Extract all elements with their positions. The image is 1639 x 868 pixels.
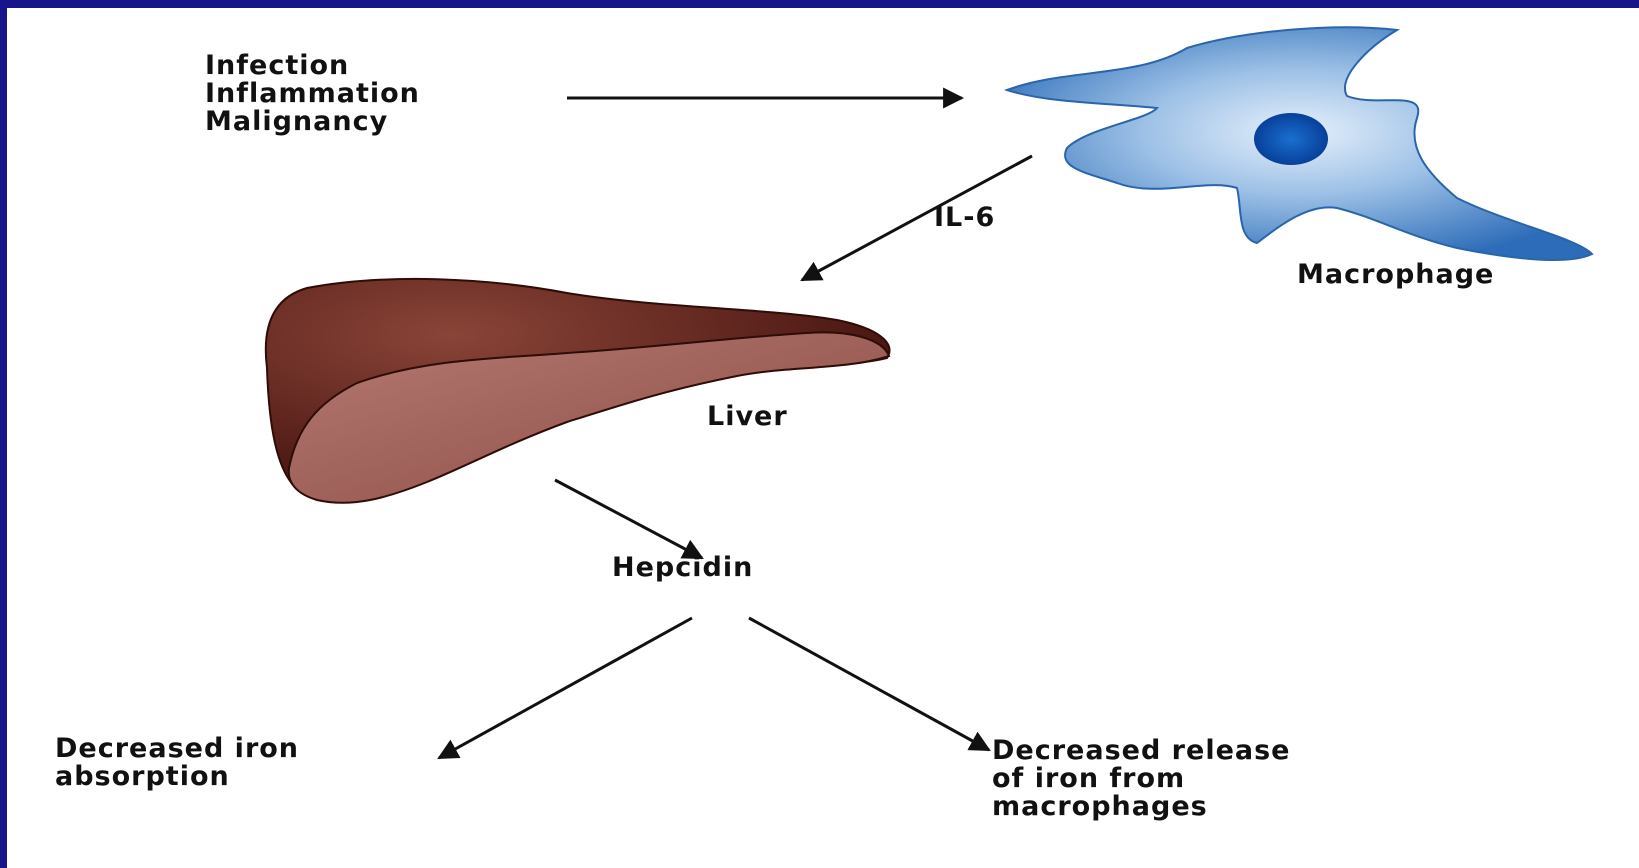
liver-organ <box>266 279 890 503</box>
macrophage-nucleus <box>1254 113 1328 165</box>
arrow-liver-to-hepcidin <box>555 480 702 558</box>
arrow-macrophage-to-liver <box>802 156 1032 280</box>
hepcidin-label: Hepcidin <box>612 553 753 582</box>
liver-label: Liver <box>707 402 788 431</box>
effect-release-line3: macrophages <box>992 792 1208 821</box>
diagram-canvas: Infection Inflammation Malignancy IL-6 M… <box>7 8 1639 868</box>
arrow-hepcidin-to-release <box>749 618 989 750</box>
cause-infection: Infection <box>205 51 349 80</box>
il6-label: IL-6 <box>934 203 995 232</box>
cause-inflammation: Inflammation <box>205 79 420 108</box>
cause-malignancy: Malignancy <box>205 107 388 136</box>
effect-release-line2: of iron from <box>992 764 1185 793</box>
macrophage-label: Macrophage <box>1297 260 1494 289</box>
effect-release-line1: Decreased release <box>992 736 1290 765</box>
arrow-hepcidin-to-absorption <box>439 618 692 758</box>
effect-absorption-line2: absorption <box>55 762 230 791</box>
macrophage-cell <box>1007 27 1592 260</box>
effect-absorption-line1: Decreased iron <box>55 734 299 763</box>
